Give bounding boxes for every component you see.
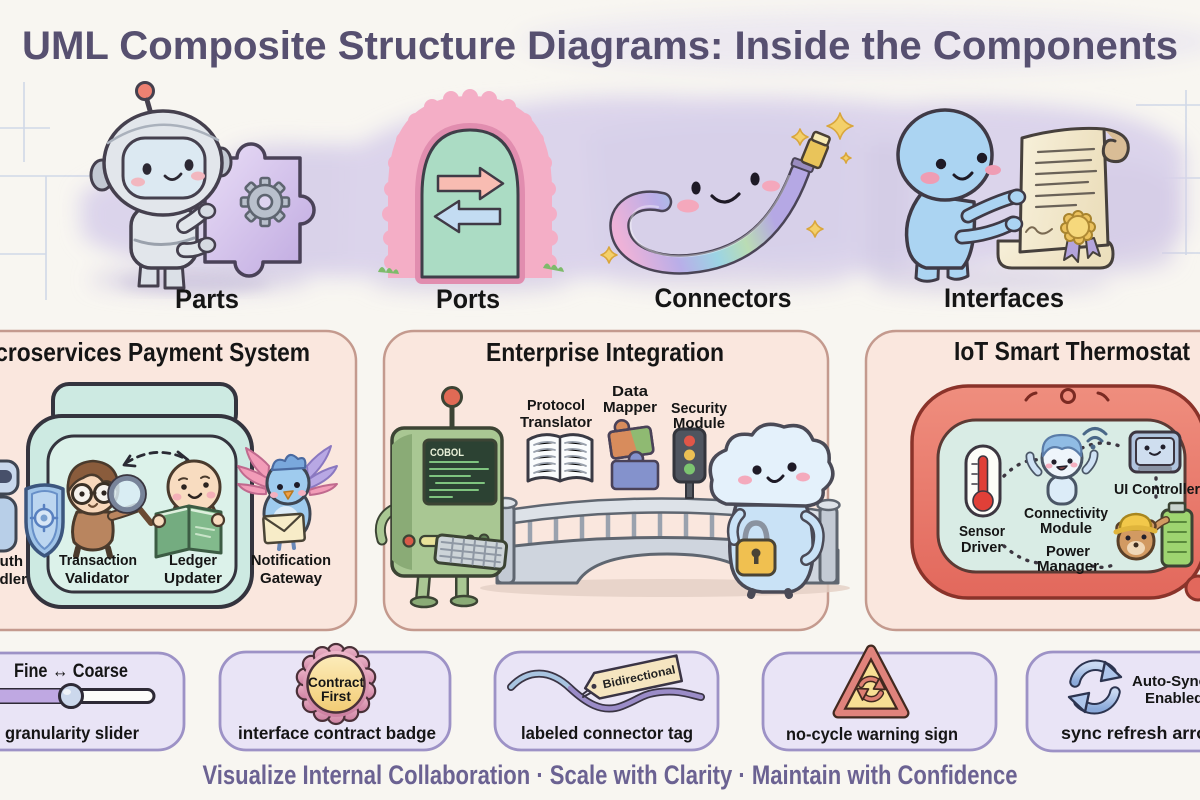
svg-text:Translator: Translator: [520, 414, 592, 431]
svg-text:Enabled: Enabled: [1145, 690, 1200, 707]
svg-text:Enterprise Integration: Enterprise Integration: [486, 337, 724, 367]
svg-text:labeled connector tag: labeled connector tag: [521, 723, 693, 743]
svg-text:UML Composite Structure Diagra: UML Composite Structure Diagrams: Inside…: [22, 24, 1178, 68]
svg-text:Power: Power: [1046, 543, 1090, 560]
svg-text:Ports: Ports: [436, 284, 500, 314]
svg-text:Validator: Validator: [65, 570, 129, 587]
svg-text:Parts: Parts: [175, 284, 239, 314]
svg-text:Fine ↔ Coarse: Fine ↔ Coarse: [14, 661, 128, 682]
svg-text:COBOL: COBOL: [430, 447, 464, 459]
svg-text:Module: Module: [673, 415, 725, 432]
svg-text:interface contract badge: interface contract badge: [238, 723, 436, 743]
svg-text:Manager: Manager: [1037, 558, 1099, 575]
svg-text:Visualize Internal Collaborati: Visualize Internal Collaboration · Scale…: [203, 760, 1018, 790]
svg-text:Auto-Sync: Auto-Sync: [1132, 673, 1200, 690]
svg-text:Transaction: Transaction: [59, 552, 137, 569]
svg-text:Handler: Handler: [0, 571, 27, 588]
svg-text:First: First: [321, 689, 352, 704]
svg-text:Mapper: Mapper: [603, 399, 657, 416]
svg-text:Notification: Notification: [251, 552, 331, 569]
svg-text:no-cycle warning sign: no-cycle warning sign: [786, 724, 958, 744]
svg-text:Protocol: Protocol: [527, 397, 585, 414]
svg-text:Data: Data: [612, 383, 649, 400]
svg-text:Microservices Payment System: Microservices Payment System: [0, 337, 310, 367]
svg-text:UI Controller: UI Controller: [1114, 481, 1200, 498]
svg-text:Gateway: Gateway: [260, 570, 323, 587]
svg-text:Updater: Updater: [164, 570, 222, 587]
svg-text:Security: Security: [671, 400, 728, 417]
svg-text:Auth: Auth: [0, 553, 23, 570]
svg-text:IoT Smart Thermostat: IoT Smart Thermostat: [954, 336, 1190, 366]
svg-text:sync refresh arrows: sync refresh arrows: [1061, 723, 1200, 743]
svg-text:Ledger: Ledger: [169, 552, 217, 569]
svg-text:Connectivity: Connectivity: [1024, 505, 1109, 522]
svg-text:Contract: Contract: [308, 675, 364, 690]
svg-text:Interfaces: Interfaces: [944, 283, 1064, 313]
svg-text:Sensor: Sensor: [959, 523, 1005, 540]
svg-text:Module: Module: [1040, 520, 1092, 537]
svg-text:granularity slider: granularity slider: [5, 723, 139, 743]
svg-text:Connectors: Connectors: [655, 283, 792, 313]
svg-text:Driver: Driver: [961, 539, 1003, 556]
